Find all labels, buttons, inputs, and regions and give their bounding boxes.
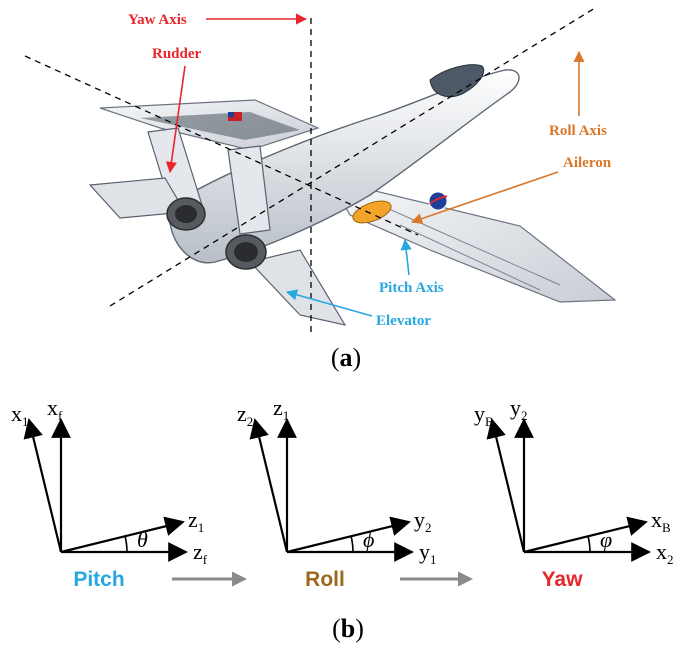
pitch-axis-label: Pitch Axis xyxy=(379,280,444,296)
axis-label-vertical: y2 xyxy=(510,395,528,423)
yaw-axis-callout: Yaw Axis xyxy=(128,12,308,28)
axis-tilted-vertical xyxy=(23,418,63,553)
angle-symbol: φ xyxy=(600,527,612,552)
right-wing xyxy=(328,179,617,303)
angle-arc xyxy=(587,535,591,553)
pitch-axis-callout: Pitch Axis xyxy=(379,238,444,296)
aileron-callout: Aileron xyxy=(410,155,612,225)
axis-label-horizontal: zf xyxy=(193,539,208,567)
left-engine-core xyxy=(175,205,197,223)
right-engine-core xyxy=(234,242,258,262)
flag-decal-canton xyxy=(228,112,234,117)
axis-label-vertical: z1 xyxy=(273,395,289,423)
nasa-insignia xyxy=(428,191,448,211)
elevator-callout: Elevator xyxy=(285,289,431,329)
right-wing-panel-lines xyxy=(379,204,561,291)
panel-a-label: (a) xyxy=(331,343,361,372)
pitch-axis-leader xyxy=(400,238,412,276)
elevator-leader xyxy=(285,289,373,317)
step-label-pitch: Pitch xyxy=(73,568,124,591)
left-wing-shadow xyxy=(140,112,300,140)
right-tail-fin xyxy=(227,145,271,235)
nasa-insignia-swoosh xyxy=(429,195,448,205)
yaw-axis-label: Yaw Axis xyxy=(128,12,187,28)
axis-label-horizontal: y1 xyxy=(419,539,437,567)
axis-tilted-horizontal xyxy=(523,516,648,554)
axis-label-tilted-vertical: yB xyxy=(474,401,494,429)
angle-symbol: θ xyxy=(137,527,148,552)
rudder-leader xyxy=(165,65,186,174)
step-label-roll: Roll xyxy=(305,568,345,591)
axis-tilted-horizontal xyxy=(60,516,185,554)
rudder-callout: Rudder xyxy=(152,46,202,174)
roll-axis-dashed-line xyxy=(109,7,596,307)
roll-axis-callout: Roll Axis xyxy=(549,50,607,139)
axis-label-tilted-horizontal: y2 xyxy=(414,507,432,535)
angle-arc xyxy=(350,535,354,553)
elevator-label: Elevator xyxy=(376,313,431,329)
fuel-pod xyxy=(352,200,392,224)
angle-arc xyxy=(124,535,128,553)
rudder-label: Rudder xyxy=(152,46,202,62)
axis-tilted-horizontal xyxy=(286,516,411,554)
aileron-label: Aileron xyxy=(563,155,612,171)
axis-tilted-vertical xyxy=(249,418,289,553)
angle-symbol: ϕ xyxy=(363,527,374,552)
axis-tilted-vertical xyxy=(486,418,526,553)
axis-label-tilted-horizontal: z1 xyxy=(188,507,204,535)
step-label-yaw: Yaw xyxy=(542,568,584,591)
aircraft-illustration xyxy=(88,64,617,326)
axis-label-vertical: xf xyxy=(47,395,63,423)
right-stabilizer-elevator xyxy=(248,249,347,326)
roll-axis-label: Roll Axis xyxy=(549,123,607,139)
axis-label-tilted-vertical: z2 xyxy=(237,401,253,429)
axis-label-tilted-horizontal: xB xyxy=(651,507,671,535)
axis-label-tilted-vertical: x1 xyxy=(11,401,29,429)
panel-b-label: (b) xyxy=(332,614,364,643)
pitch-axis-dashed-line xyxy=(24,55,419,236)
flag-decal xyxy=(228,112,242,121)
aileron-leader xyxy=(410,171,559,225)
axis-label-horizontal: x2 xyxy=(656,539,674,567)
